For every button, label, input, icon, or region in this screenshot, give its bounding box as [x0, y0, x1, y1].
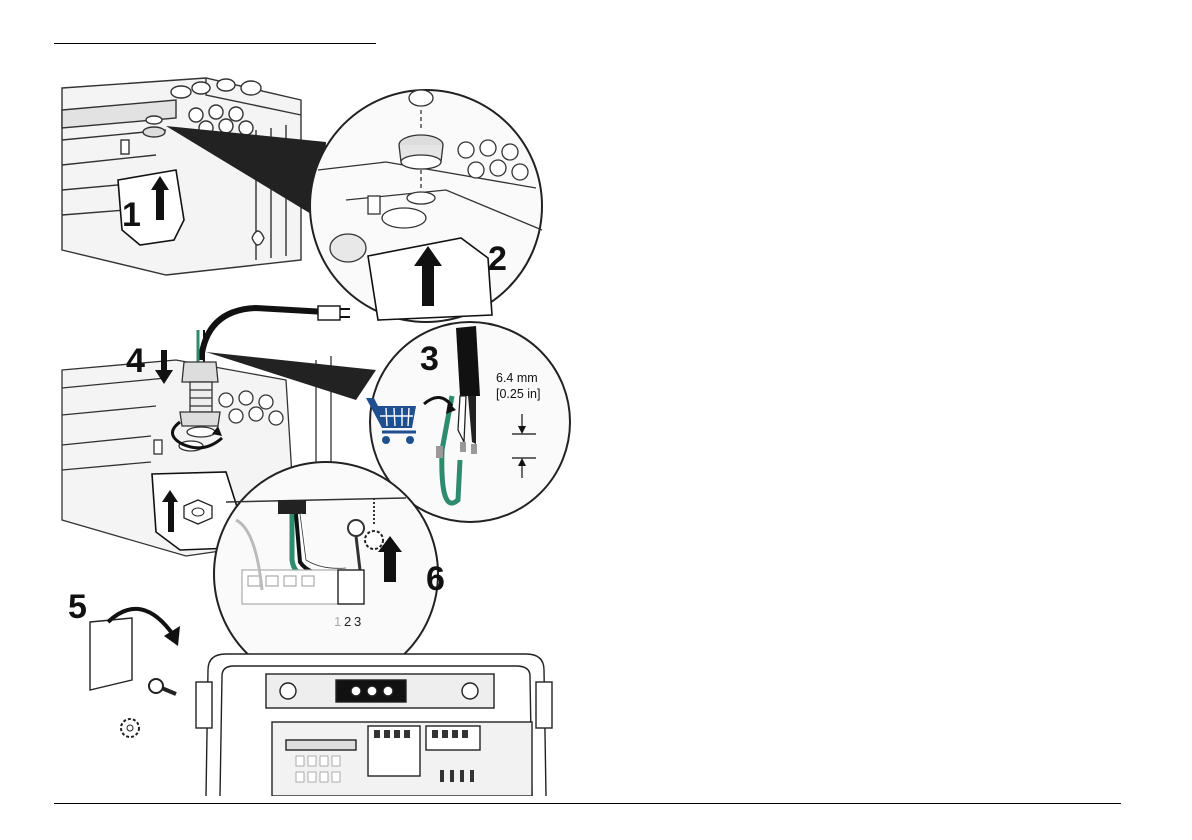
- step-2-label: 2: [488, 240, 507, 278]
- header-rule: [54, 43, 376, 44]
- magnified-view-2: 2: [310, 90, 542, 322]
- dimension-metric: 6.4 mm: [496, 371, 538, 385]
- footer-rule: [54, 803, 1121, 804]
- terminal-3-label: 3: [354, 614, 361, 629]
- dimension-imperial: [0.25 in]: [496, 387, 540, 401]
- step-3-label: 3: [420, 340, 439, 378]
- step-1-callout: 1: [118, 170, 184, 245]
- step-1-label: 1: [122, 196, 141, 234]
- magnified-view-6: 1 2 3: [214, 462, 438, 686]
- parts-bag-step-5: 5: [68, 588, 180, 737]
- step-6-label: 6: [426, 560, 445, 598]
- controller-enclosure: [196, 654, 552, 796]
- terminal-1-label: 1: [334, 614, 341, 629]
- step-5-label: 5: [68, 588, 87, 626]
- installation-illustration: 1 2: [56, 70, 576, 796]
- terminal-2-label: 2: [344, 614, 351, 629]
- step-4-label: 4: [126, 342, 145, 380]
